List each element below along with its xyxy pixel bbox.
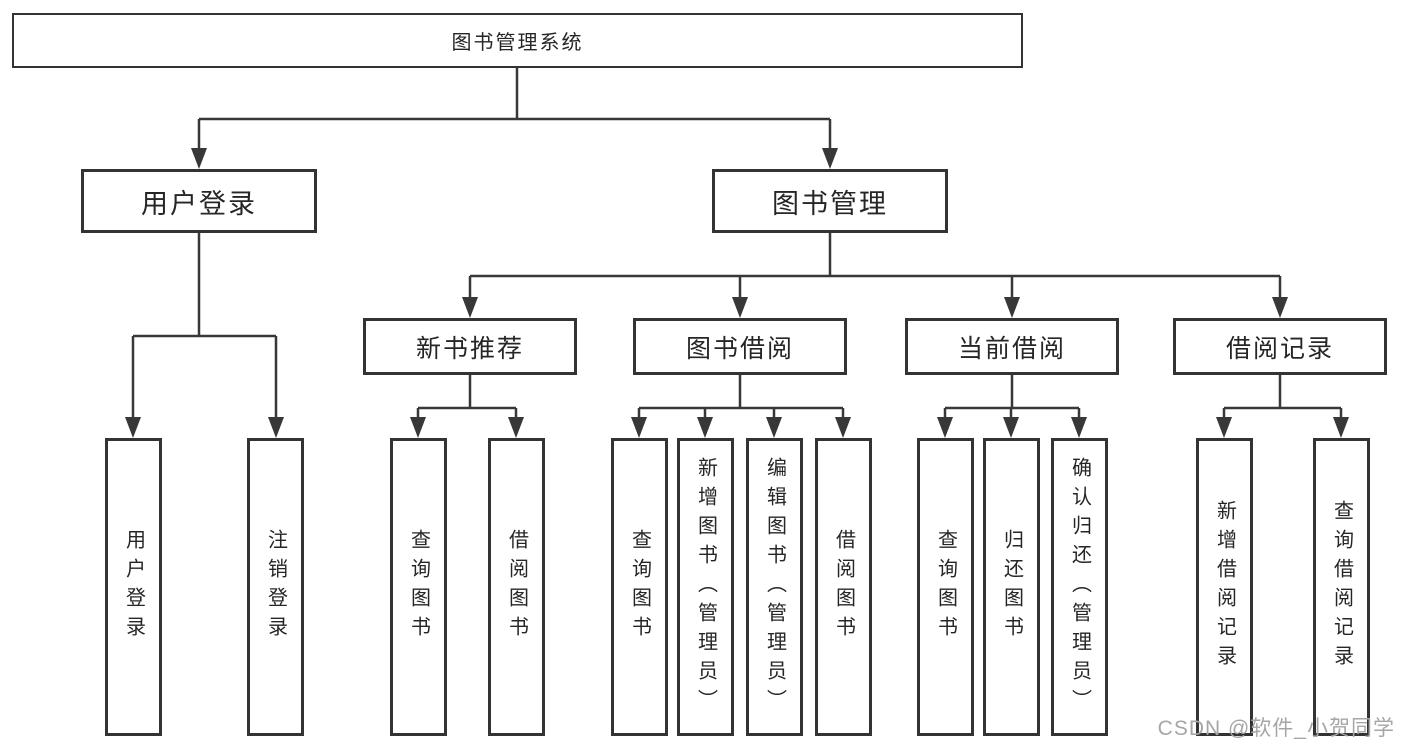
- node-label: 查询图书: [934, 529, 957, 645]
- arrowhead-icon: [835, 417, 851, 438]
- arrowhead-icon: [410, 417, 426, 438]
- node-edit-book-admin: 编辑图书（管理员）: [746, 438, 803, 736]
- arrowhead-icon: [1071, 417, 1087, 438]
- node-query-books-current: 查询图书: [917, 438, 974, 736]
- node-label: 借阅图书: [832, 529, 855, 645]
- node-book-borrow: 图书借阅: [633, 318, 847, 375]
- arrowhead-icon: [508, 417, 524, 438]
- arrowhead-icon: [697, 417, 713, 438]
- arrowhead-icon: [1004, 297, 1020, 318]
- connector-user-login-children: [131, 233, 278, 422]
- connector-borrow-records-children: [1222, 375, 1343, 422]
- node-label: 图书管理系统: [451, 32, 584, 54]
- node-label: 用户登录: [141, 188, 257, 219]
- node-label: 编辑图书（管理员）: [763, 456, 786, 718]
- node-query-borrow-record: 查询借阅记录: [1313, 438, 1370, 736]
- node-label: 新增借阅记录: [1213, 500, 1236, 674]
- arrowhead-icon: [1272, 297, 1288, 318]
- arrowhead-icon: [822, 148, 838, 169]
- node-label: 借阅记录: [1225, 334, 1334, 363]
- node-label: 查询图书: [407, 529, 430, 645]
- node-borrow-books-recommend: 借阅图书: [488, 438, 545, 736]
- arrowhead-icon: [631, 417, 647, 438]
- node-label: 确认归还（管理员）: [1068, 456, 1091, 718]
- arrowhead-icon: [1003, 417, 1019, 438]
- arrowhead-icon: [732, 297, 748, 318]
- csdn-watermark: CSDN @软件_小贺同学: [1157, 717, 1395, 740]
- node-library-system: 图书管理系统: [12, 13, 1023, 68]
- arrowhead-icon: [766, 417, 782, 438]
- node-label: 当前借阅: [957, 334, 1066, 363]
- arrowhead-icon: [462, 297, 478, 318]
- node-book-management: 图书管理: [712, 169, 948, 233]
- node-label: 图书管理: [772, 188, 888, 219]
- arrowhead-icon: [1333, 417, 1349, 438]
- node-label: 新增图书（管理员）: [694, 456, 717, 718]
- connector-new-book-children: [416, 375, 518, 422]
- arrowhead-icon: [1216, 417, 1232, 438]
- node-current-borrow: 当前借阅: [905, 318, 1119, 375]
- node-logout: 注销登录: [247, 438, 304, 736]
- arrowhead-icon: [191, 148, 207, 169]
- node-query-books-borrow: 查询图书: [611, 438, 668, 736]
- node-new-book-recommend: 新书推荐: [363, 318, 577, 375]
- node-label: 新书推荐: [415, 334, 524, 363]
- node-confirm-return-admin: 确认归还（管理员）: [1051, 438, 1108, 736]
- node-label: 查询借阅记录: [1330, 500, 1353, 674]
- node-user-login: 用户登录: [81, 169, 317, 233]
- node-label: 图书借阅: [685, 334, 794, 363]
- connector-book-borrow-children: [637, 375, 845, 422]
- connector-root-to-level2: [197, 68, 832, 153]
- node-label: 借阅图书: [505, 529, 528, 645]
- node-label: 查询图书: [628, 529, 651, 645]
- node-label: 用户登录: [122, 529, 145, 645]
- node-borrow-books-leaf: 借阅图书: [815, 438, 872, 736]
- connector-current-borrow-children: [943, 375, 1081, 422]
- node-add-borrow-record: 新增借阅记录: [1196, 438, 1253, 736]
- arrowhead-icon: [268, 417, 284, 438]
- node-query-books-recommend: 查询图书: [390, 438, 447, 736]
- arrowhead-icon: [125, 417, 141, 438]
- connector-book-management-children: [468, 233, 1282, 302]
- node-add-book-admin: 新增图书（管理员）: [677, 438, 734, 736]
- node-return-book: 归还图书: [983, 438, 1040, 736]
- node-user-login-leaf: 用户登录: [105, 438, 162, 736]
- node-borrow-records: 借阅记录: [1173, 318, 1387, 375]
- node-label: 归还图书: [1000, 529, 1023, 645]
- node-label: 注销登录: [264, 529, 287, 645]
- arrowhead-icon: [937, 417, 953, 438]
